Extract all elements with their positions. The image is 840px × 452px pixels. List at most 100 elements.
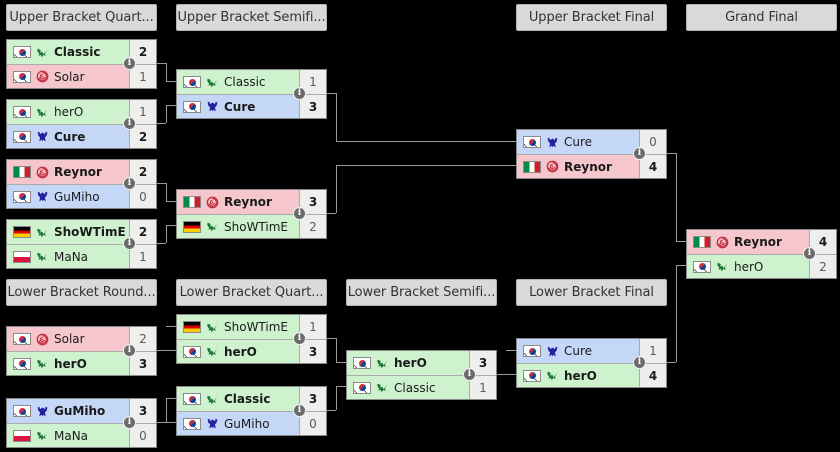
match-info-icon[interactable]: i (803, 247, 816, 260)
connector-line (157, 183, 166, 184)
round-header-lbf: Lower Bracket Final (516, 279, 667, 306)
flag-icon-kr (13, 357, 31, 370)
flag-icon-kr (13, 70, 31, 83)
connector-line (336, 165, 337, 213)
protoss-race-icon (206, 76, 219, 89)
participant-bottom: Cure (177, 95, 299, 118)
match-info-icon[interactable]: i (293, 87, 306, 100)
protoss-race-icon (36, 357, 49, 370)
connector-line (676, 153, 677, 241)
score-top: 1 (129, 100, 156, 124)
match-info-icon[interactable]: i (293, 207, 306, 220)
match-info-icon[interactable]: i (293, 332, 306, 345)
connector-line (676, 265, 686, 266)
match-info-icon[interactable]: i (293, 404, 306, 417)
round-header-lbqf: Lower Bracket Quart... (176, 279, 327, 306)
flag-icon-kr (13, 46, 31, 58)
player-name: Cure (564, 135, 593, 149)
match-info-icon[interactable]: i (463, 368, 476, 381)
match-info-icon[interactable]: i (123, 117, 136, 130)
player-name: ShoWTimE (54, 225, 126, 239)
score-bottom: 3 (129, 352, 156, 375)
terran-race-icon (206, 100, 219, 113)
connector-line (166, 350, 176, 351)
connector-line (166, 105, 176, 106)
score-bottom: 2 (129, 125, 156, 148)
participant-bottom: herO (177, 340, 299, 363)
player-name: Cure (54, 129, 86, 144)
connector-line (327, 93, 336, 94)
player-name: Classic (224, 392, 271, 406)
zerg-race-icon (36, 333, 49, 346)
connector-line (166, 225, 167, 243)
protoss-race-icon (36, 250, 49, 263)
match-info-icon[interactable]: i (123, 57, 136, 70)
round-header-lbr1: Lower Bracket Round... (6, 279, 157, 306)
player-name: herO (564, 368, 597, 383)
protoss-race-icon (716, 260, 729, 273)
terran-race-icon (206, 417, 219, 430)
protoss-race-icon (206, 220, 219, 233)
protoss-race-icon (36, 429, 49, 442)
match-info-icon[interactable]: i (123, 344, 136, 357)
player-name: herO (394, 356, 427, 370)
match-info-icon[interactable]: i (123, 177, 136, 190)
score-top: 2 (129, 327, 156, 351)
match-row-bottom[interactable]: Cure 2 (7, 124, 156, 148)
match-info-icon[interactable]: i (123, 237, 136, 250)
flag-icon-it (13, 166, 31, 178)
match-info-icon[interactable]: i (123, 416, 136, 429)
match-info-icon[interactable]: i (633, 356, 646, 369)
flag-icon-kr (353, 357, 371, 369)
participant-top: ShoWTimE (177, 315, 299, 339)
player-name: Reynor (54, 165, 102, 179)
score-bottom: 0 (299, 412, 326, 435)
protoss-race-icon (376, 381, 389, 394)
participant-top: GuMiho (7, 399, 129, 423)
flag-icon-kr (353, 381, 371, 394)
score-top: 1 (299, 315, 326, 339)
flag-icon-de (13, 226, 31, 238)
participant-bottom: herO (517, 364, 639, 387)
participant-bottom: MaNa (7, 424, 129, 447)
participant-top: herO (7, 100, 129, 124)
participant-top: Classic (177, 70, 299, 94)
score-bottom: 0 (129, 185, 156, 208)
terran-race-icon (546, 136, 559, 149)
protoss-race-icon (546, 369, 559, 382)
zerg-race-icon (36, 166, 49, 179)
player-name: ShoWTimE (224, 219, 288, 234)
match-info-icon[interactable]: i (633, 147, 646, 160)
connector-line (166, 422, 176, 423)
player-name: Classic (54, 45, 101, 59)
connector-line (157, 123, 166, 124)
connector-line (336, 386, 346, 387)
participant-bottom: ShoWTimE (177, 215, 299, 238)
participant-top: ShoWTimE (7, 220, 129, 244)
protoss-race-icon (36, 226, 49, 239)
